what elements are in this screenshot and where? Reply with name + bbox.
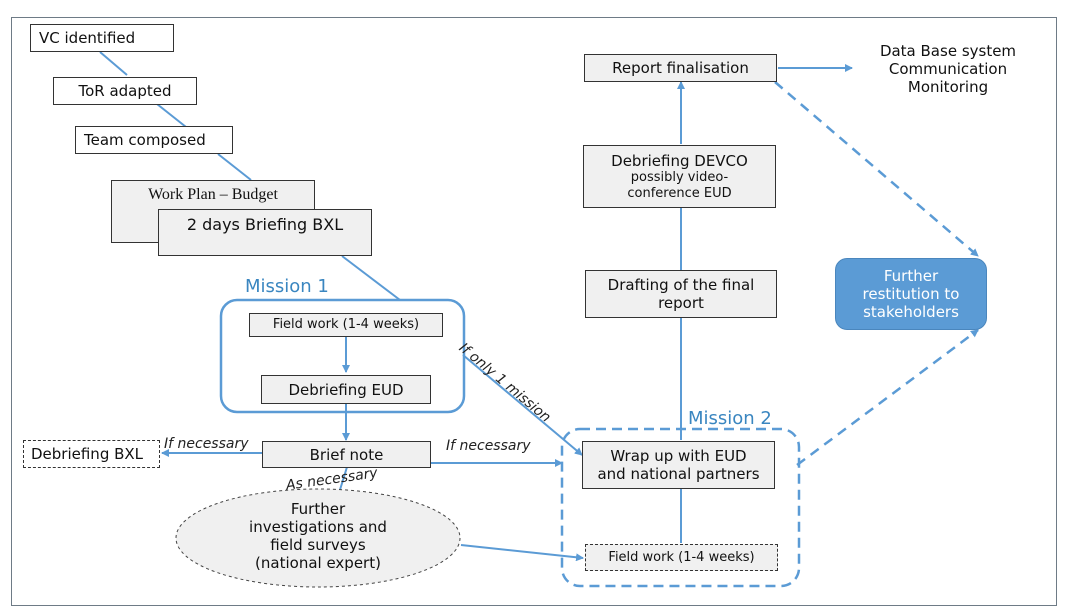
node-tor-adapted-text: ToR adapted (78, 82, 172, 100)
node-debriefing-bxl-text: Debriefing BXL (31, 445, 144, 463)
restitution-line-1: Further (883, 267, 939, 285)
investigations-line-1: Further (290, 500, 346, 518)
investigations-line-2: investigations and (249, 518, 387, 536)
node-debriefing-eud-text: Debriefing EUD (288, 380, 404, 399)
investigations-ellipse (175, 488, 461, 588)
node-field-work-2[interactable]: Field work (1-4 weeks) (585, 544, 778, 571)
node-vc-identified[interactable]: VC identified (30, 24, 174, 52)
edge-mission1-wrapup (462, 354, 583, 456)
edge-report-restitution (774, 81, 979, 257)
node-field-work-1[interactable]: Field work (1-4 weeks) (249, 313, 443, 337)
node-report-finalisation[interactable]: Report finalisation (584, 54, 777, 82)
restitution-line-3: stakeholders (863, 303, 959, 321)
diagram-frame (11, 17, 1057, 606)
edge-team-workplan (217, 153, 252, 181)
output-communication: Communication (888, 60, 1008, 78)
node-briefing-bxl-text: 2 days Briefing BXL (186, 215, 344, 234)
label-if-necessary-left: If necessary (164, 436, 249, 452)
node-brief-note-text: Brief note (309, 445, 384, 464)
edge-tor-team (156, 103, 187, 128)
node-work-plan-budget-text: Work Plan – Budget (148, 186, 278, 203)
edge-investigations-fieldwork2 (460, 544, 584, 562)
edge-vc-tor (99, 51, 128, 76)
wrap-up-line-1: Wrap up with EUD (610, 447, 747, 465)
label-if-necessary-right: If necessary (446, 438, 531, 454)
node-field-work-2-text: Field work (1-4 weeks) (608, 549, 755, 565)
node-field-work-1-text: Field work (1-4 weeks) (272, 317, 420, 332)
node-tor-adapted[interactable]: ToR adapted (53, 77, 197, 105)
node-wrap-up[interactable]: Wrap up with EUD and national partners (582, 441, 775, 489)
node-further-restitution[interactable]: Further restitution to stakeholders (835, 258, 987, 330)
drafting-line-1: Drafting of the final (607, 276, 755, 294)
mission-1-label: Mission 1 (245, 276, 329, 297)
node-debriefing-devco[interactable]: Debriefing DEVCO possibly video- confere… (583, 145, 776, 208)
edge-mission2-restitution (796, 328, 979, 467)
node-debriefing-bxl[interactable]: Debriefing BXL (23, 440, 160, 468)
node-team-composed[interactable]: Team composed (75, 126, 233, 154)
devco-sub-line-1: possibly video- (630, 169, 729, 185)
node-vc-identified-text: VC identified (39, 29, 136, 47)
investigations-line-4: (national expert) (255, 554, 381, 572)
restitution-line-2: restitution to (862, 285, 960, 303)
edge-briefing-mission1 (341, 255, 401, 301)
node-briefing-bxl[interactable]: 2 days Briefing BXL (158, 209, 372, 256)
output-monitoring: Monitoring (907, 78, 989, 96)
devco-title: Debriefing DEVCO (611, 151, 748, 170)
node-debriefing-eud[interactable]: Debriefing EUD (261, 375, 431, 404)
node-further-investigations[interactable]: Further investigations and field surveys… (180, 500, 456, 572)
node-team-composed-text: Team composed (84, 131, 206, 149)
node-drafting-final-report[interactable]: Drafting of the final report (585, 270, 777, 318)
output-database: Data Base system (879, 42, 1017, 60)
mission-2-label: Mission 2 (688, 408, 772, 429)
investigations-line-3: field surveys (270, 536, 366, 554)
node-brief-note[interactable]: Brief note (262, 441, 431, 468)
drafting-line-2: report (658, 294, 704, 312)
node-outputs: Data Base system Communication Monitorin… (848, 42, 1048, 96)
wrap-up-line-2: and national partners (597, 465, 760, 483)
devco-sub-line-2: conference EUD (627, 185, 732, 201)
node-report-finalisation-text: Report finalisation (612, 59, 749, 77)
